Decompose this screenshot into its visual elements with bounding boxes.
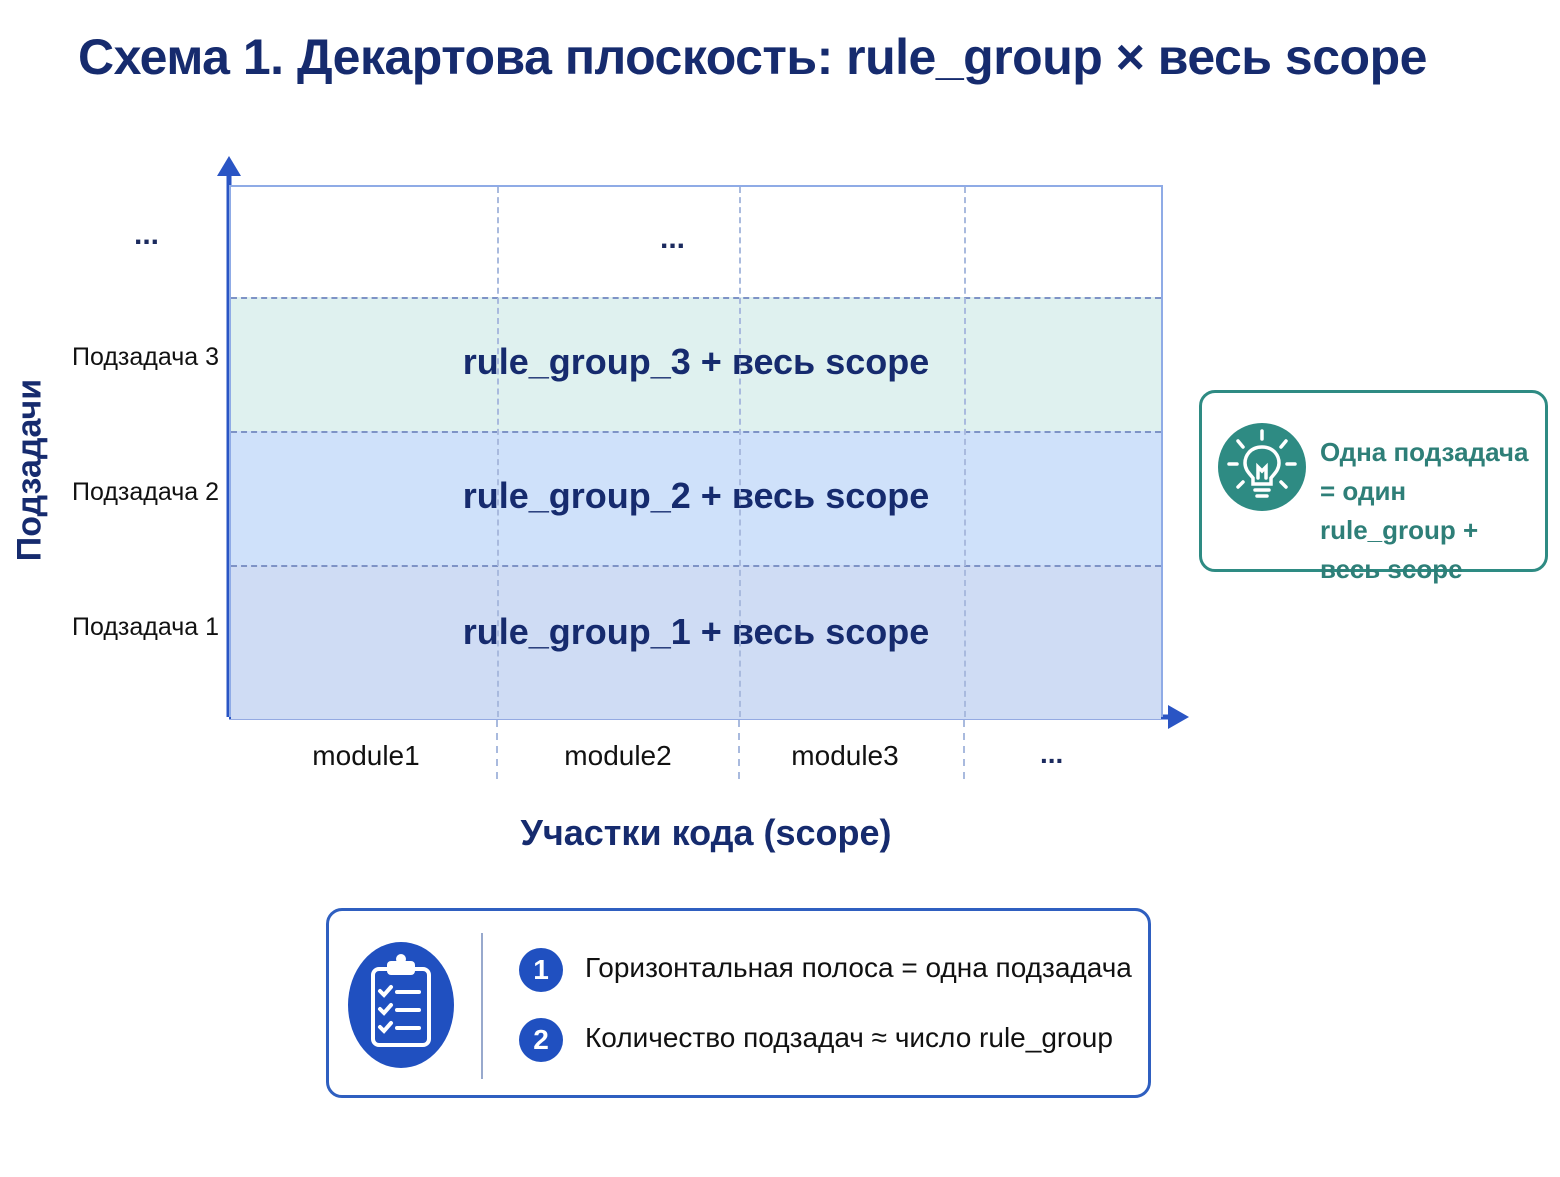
diagram-title: Схема 1. Декартова плоскость: rule_group… [78, 29, 1427, 85]
legend-divider [481, 933, 483, 1079]
legend-number-badge: 1 [519, 948, 563, 992]
row-label-1: Подзадача 1 [72, 613, 219, 641]
col-label-3: module3 [791, 740, 899, 771]
band-subtask-3: rule_group_3 + весь scope [231, 297, 1161, 433]
tip-callout: Одна подзадача = один rule_group + весь … [1199, 390, 1548, 584]
band-label-3: rule_group_3 + весь scope [462, 341, 930, 382]
x-axis-arrowhead [1168, 705, 1189, 729]
band-subtask-2: rule_group_2 + весь scope [231, 431, 1161, 567]
row-label-2: Подзадача 2 [72, 478, 219, 506]
band-subtask-1: rule_group_1 + весь scope [231, 565, 1161, 719]
tip-text: Одна подзадача = один rule_group + весь … [1320, 437, 1529, 584]
rows-ellipsis: ... [134, 218, 160, 251]
top-ellipsis: ... [660, 222, 686, 255]
band-label-2: rule_group_2 + весь scope [462, 475, 930, 516]
y-axis-arrowhead [217, 156, 241, 176]
legend-text: Количество подзадач ≈ число rule_group [585, 1022, 1113, 1053]
legend-text: Горизонтальная полоса = одна подзадача [585, 952, 1132, 983]
col-separator [964, 187, 966, 717]
col-label-1: module1 [312, 740, 420, 771]
row-label-3: Подзадача 3 [72, 343, 219, 371]
legend-number-badge: 2 [519, 1018, 563, 1062]
x-axis-title: Участки кода (scope) [520, 812, 892, 853]
cartesian-grid: rule_group_3 + весь scope rule_group_2 +… [229, 185, 1163, 719]
col-label-2: module2 [564, 740, 672, 771]
columns-ellipsis: ... [1040, 738, 1064, 769]
band-label-1: rule_group_1 + весь scope [462, 611, 930, 652]
legend-box: 1 Горизонтальная полоса = одна подзадача… [326, 908, 1151, 1098]
col-separator [497, 187, 499, 717]
clipboard-checklist-icon [348, 942, 454, 1068]
y-axis-title: Подзадачи [10, 378, 49, 562]
lightbulb-icon [1218, 423, 1306, 511]
col-separator [739, 187, 741, 717]
